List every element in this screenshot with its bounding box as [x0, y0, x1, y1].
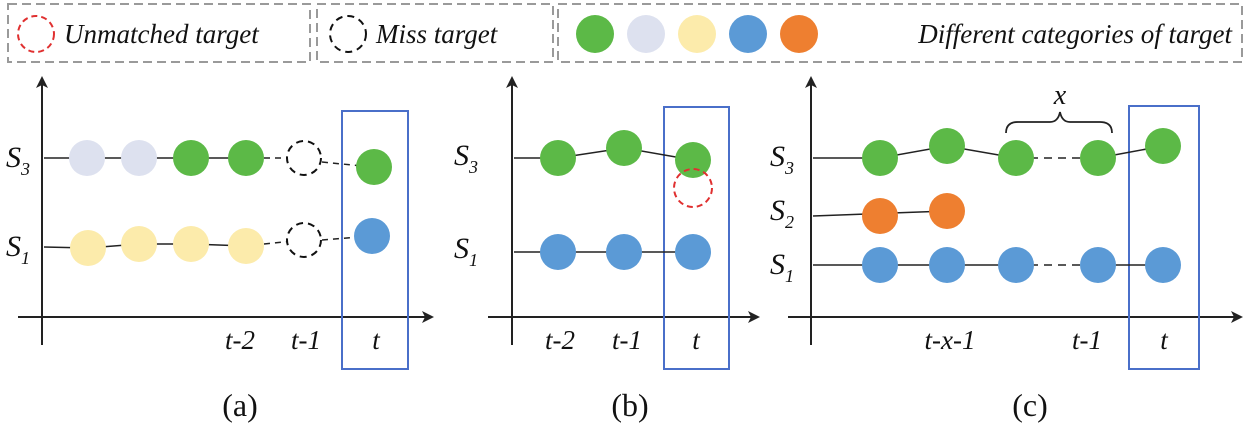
panel-caption: (a) — [222, 387, 258, 423]
target-blue — [1080, 247, 1116, 283]
track-line-dashed — [321, 161, 373, 168]
miss-target-marker — [286, 222, 322, 258]
row-label-s3: S3 — [6, 141, 30, 179]
row-label-sub: 1 — [785, 266, 794, 286]
target-blue — [998, 247, 1034, 283]
legend-unmatched-label: Unmatched target — [64, 19, 260, 49]
tick-label: t-1 — [291, 325, 321, 355]
panel-b: S3 S1 t-2 t-1 t (b) — [454, 76, 760, 423]
track-line — [813, 145, 1017, 159]
current-frame-box — [1128, 105, 1200, 370]
row-label-main: S — [6, 141, 21, 174]
row-label-main: S — [6, 230, 21, 263]
row-label-main: S — [770, 194, 785, 227]
legend-box-unmatched — [7, 3, 311, 63]
tick-label: t — [372, 325, 381, 355]
miss-target-marker — [286, 140, 322, 176]
track-line — [87, 243, 247, 249]
current-frame-box — [341, 110, 409, 370]
panel-c: x S3 S2 S1 t-x-1 t-1 t — [770, 76, 1243, 423]
target-blue — [1145, 247, 1181, 283]
target-blue — [540, 234, 576, 270]
target-yellow — [121, 226, 157, 262]
target-green — [862, 140, 898, 176]
tick-label: t-1 — [1072, 325, 1102, 355]
track-line — [514, 147, 694, 161]
current-frame-box — [663, 106, 730, 370]
tick-label: t-1 — [612, 325, 642, 355]
row-label-s3: S3 — [454, 139, 478, 177]
row-label-main: S — [454, 139, 469, 172]
target-green — [1145, 128, 1181, 164]
target-blue — [862, 247, 898, 283]
row-label-s2: S2 — [770, 194, 794, 232]
row-label-sub: 3 — [784, 158, 794, 178]
target-green — [173, 140, 209, 176]
target-green — [1080, 140, 1116, 176]
target-orange — [862, 198, 898, 234]
category-lavender-icon — [627, 15, 665, 53]
target-green — [998, 140, 1034, 176]
row-label-sub: 3 — [468, 157, 478, 177]
panel-caption: (b) — [611, 387, 648, 423]
target-orange — [929, 193, 965, 229]
track-line-dashed — [321, 235, 373, 241]
unmatched-target-icon — [17, 15, 55, 53]
row-label-s1: S1 — [454, 232, 478, 270]
row-label-sub: 1 — [21, 248, 30, 268]
legend: Unmatched target Miss target Different c… — [7, 3, 1243, 63]
miss-target-icon — [329, 15, 367, 53]
row-label-main: S — [770, 140, 785, 173]
target-blue — [675, 234, 711, 270]
target-yellow — [228, 228, 264, 264]
target-green — [228, 140, 264, 176]
row-label-s1: S1 — [6, 230, 30, 268]
panel-a: S3 S1 t-2 t-1 t (a) — [6, 76, 434, 423]
target-yellow — [173, 226, 209, 262]
target-green — [929, 128, 965, 164]
target-lavender — [69, 140, 105, 176]
legend-categories-label: Different categories of target — [917, 19, 1233, 49]
row-label-s3: S3 — [770, 140, 794, 178]
target-green — [356, 149, 392, 185]
row-label-sub: 2 — [785, 212, 794, 232]
tick-label: t — [1160, 325, 1169, 355]
unmatched-target-marker — [673, 168, 713, 208]
category-blue-icon — [729, 15, 767, 53]
row-label-sub: 3 — [20, 159, 30, 179]
legend-miss-label: Miss target — [375, 19, 499, 49]
row-label-main: S — [770, 248, 785, 281]
category-yellow-icon — [678, 15, 716, 53]
tick-label: t-x-1 — [925, 325, 976, 355]
brace — [1005, 111, 1113, 134]
row-label-sub: 1 — [469, 250, 478, 270]
category-green-icon — [576, 15, 614, 53]
brace-label: x — [1053, 80, 1067, 111]
row-label-main: S — [454, 232, 469, 265]
category-orange-icon — [780, 15, 818, 53]
target-green — [540, 140, 576, 176]
target-lavender — [121, 140, 157, 176]
tick-label: t-2 — [545, 325, 575, 355]
panel-caption: (c) — [1012, 387, 1048, 423]
target-blue — [929, 247, 965, 283]
target-yellow — [70, 230, 106, 266]
tick-label: t-2 — [225, 325, 255, 355]
legend-box-categories — [557, 3, 1243, 63]
tick-label: t — [692, 325, 701, 355]
target-blue — [354, 218, 390, 254]
row-label-s1: S1 — [770, 248, 794, 286]
target-green — [675, 142, 711, 178]
target-blue — [606, 234, 642, 270]
legend-box-miss — [316, 3, 554, 63]
target-green — [606, 130, 642, 166]
